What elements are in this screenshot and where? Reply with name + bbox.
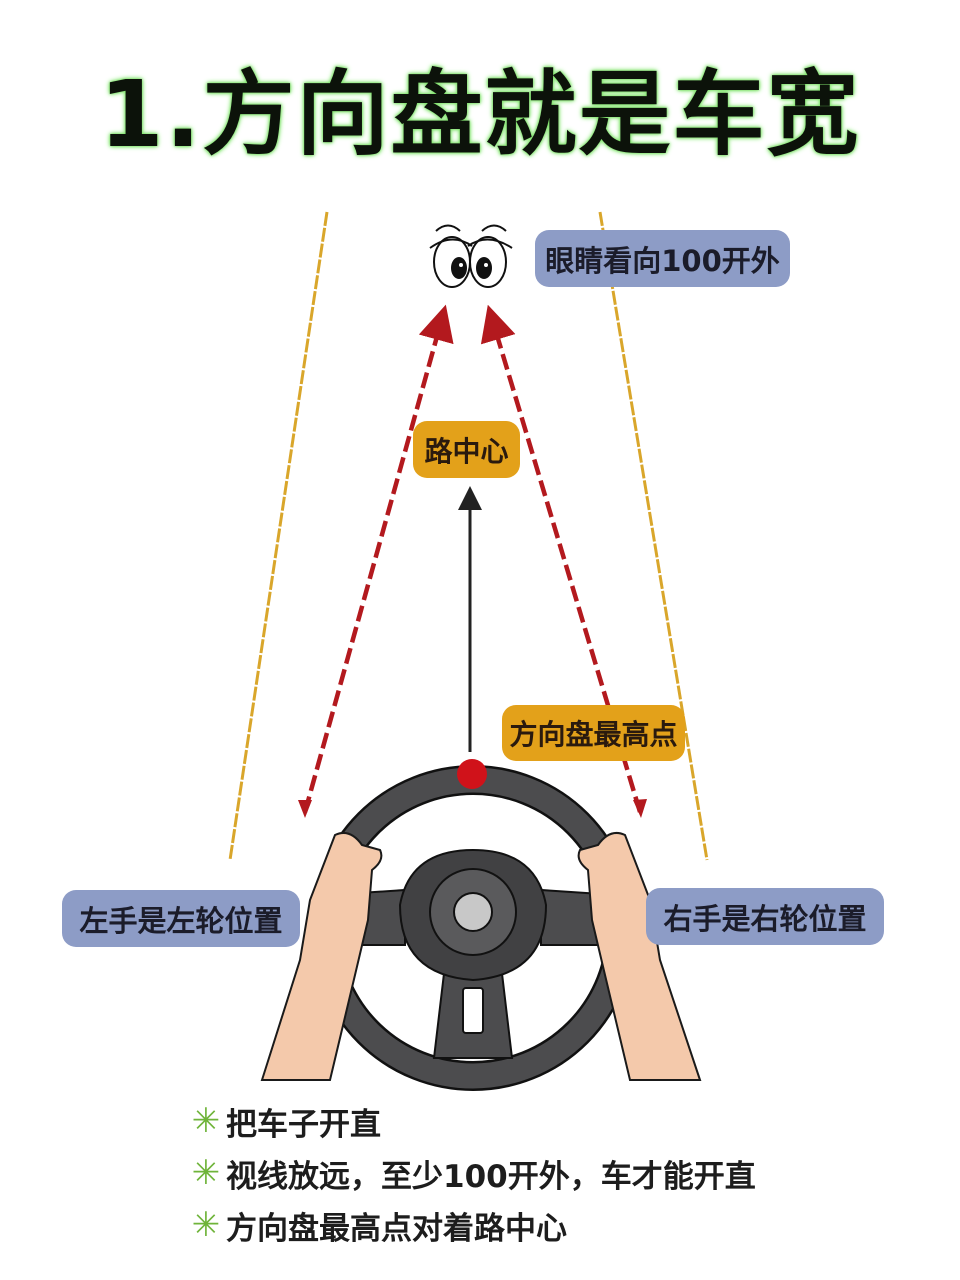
list-item-text: 方向盘最高点对着路中心 bbox=[226, 1210, 567, 1247]
list-item-text: 视线放远，至少100开外，车才能开直 bbox=[226, 1158, 756, 1195]
tips-list: ✳ 把车子开直 ✳ 视线放远，至少100开外，车才能开直 ✳ 方向盘最高点对着路… bbox=[188, 1095, 756, 1251]
list-item-text: 把车子开直 bbox=[226, 1106, 381, 1143]
page-title: 1.方向盘就是车宽 bbox=[99, 61, 861, 168]
left-hand-label: 左手是左轮位置 bbox=[62, 890, 300, 947]
list-item: ✳ 把车子开直 bbox=[188, 1095, 756, 1147]
asterisk-icon: ✳ bbox=[191, 1205, 221, 1245]
eyes-target-label: 眼睛看向100开外 bbox=[535, 230, 790, 287]
steering-wheel-icon bbox=[310, 765, 636, 1091]
hands-icon bbox=[260, 832, 702, 1081]
list-item: ✳ 方向盘最高点对着路中心 bbox=[188, 1199, 756, 1251]
list-item: ✳ 视线放远，至少100开外，车才能开直 bbox=[188, 1147, 756, 1199]
sight-line-arrows bbox=[298, 304, 647, 818]
asterisk-icon: ✳ bbox=[191, 1101, 221, 1141]
wheel-top-dot bbox=[457, 759, 487, 789]
eyes-icon bbox=[429, 224, 513, 288]
road-center-label: 路中心 bbox=[413, 421, 520, 478]
right-hand-label: 右手是右轮位置 bbox=[646, 888, 884, 945]
asterisk-icon: ✳ bbox=[191, 1153, 221, 1193]
lane-lines bbox=[228, 211, 709, 861]
wheel-top-label: 方向盘最高点 bbox=[502, 705, 685, 761]
